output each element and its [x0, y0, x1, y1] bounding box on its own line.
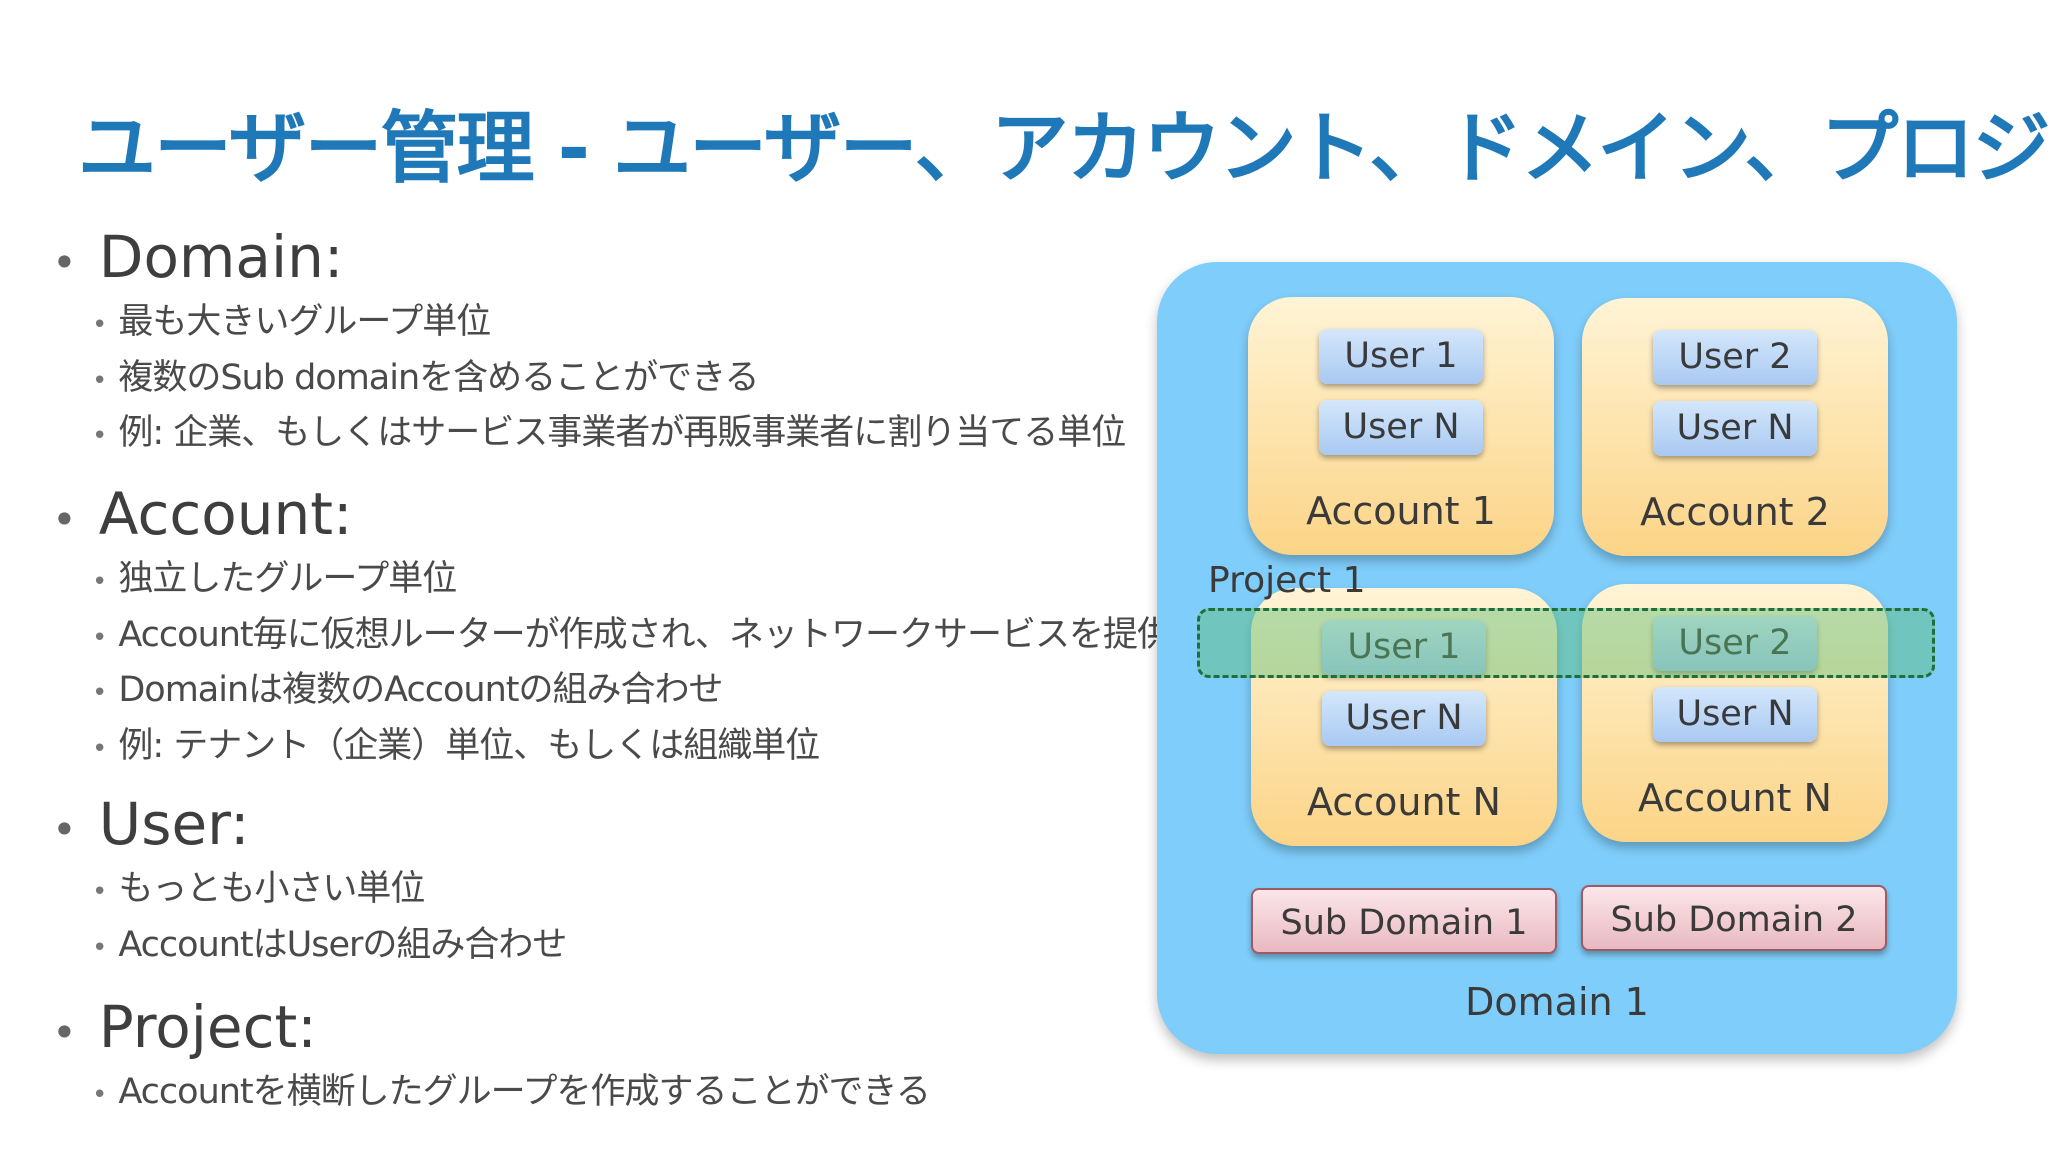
- list-item: • 複数のSub domainを含めることができる: [92, 352, 1125, 408]
- bullet-list: • 最も大きいグループ単位 • 複数のSub domainを含めることができる • 例…: [52, 296, 1126, 463]
- list-item: • 例: 企業、もしくはサービス事業者が再販事業者に割り当てる単位: [92, 407, 1126, 463]
- list-item-text: Account毎に仮想ルーターが作成され、ネットワークサービスを提供: [118, 614, 1172, 655]
- heading-text: User:: [98, 790, 250, 858]
- subdomain-box: Sub Domain 2: [1581, 885, 1887, 951]
- bullet-list: • 独立したグループ単位 • Account毎に仮想ルーターが作成され、ネットワーク…: [52, 553, 1172, 776]
- account-box: User 1 User N Account 1: [1248, 297, 1554, 555]
- list-item: • Account毎に仮想ルーターが作成され、ネットワークサービスを提供: [92, 609, 1172, 665]
- bullet-icon: •: [92, 733, 107, 764]
- bullet-icon: •: [92, 365, 107, 396]
- bullet-icon: •: [92, 678, 107, 708]
- user-box: User 2: [1653, 330, 1817, 385]
- bullet-icon: •: [92, 567, 107, 597]
- section-user: • User: • もっとも小さい単位 • AccountはUserの組み合わせ: [52, 791, 567, 975]
- section-project: • Project: • Accountを横断したグループを作成することができる: [52, 994, 931, 1122]
- list-item: • Domainは複数のAccountの組み合わせ: [92, 664, 1171, 720]
- project-band: [1197, 608, 1935, 678]
- user-box: User 1: [1319, 329, 1483, 384]
- bullet-icon: •: [92, 877, 107, 907]
- list-item-text: もっとも小さい単位: [118, 869, 425, 909]
- bullet-list: • Accountを横断したグループを作成することができる: [52, 1066, 931, 1122]
- list-item-text: 複数のSub domainを含めることができる: [118, 357, 759, 398]
- user-box: User N: [1319, 400, 1483, 455]
- list-item-text: 独立したグループ単位: [118, 559, 457, 599]
- account-label: Account 2: [1640, 490, 1830, 534]
- list-item: • 例: テナント（企業）単位、もしくは組織単位: [92, 720, 1171, 776]
- list-item-text: 最も大きいグループ単位: [118, 302, 491, 342]
- account-label: Account 1: [1306, 489, 1496, 533]
- bullet-icon: •: [92, 622, 107, 653]
- heading-text: Domain:: [98, 223, 344, 291]
- bullet-icon: •: [52, 1008, 77, 1057]
- bullet-icon: •: [92, 310, 107, 340]
- bullet-icon: •: [52, 805, 77, 854]
- heading-text: Project:: [98, 993, 317, 1061]
- bullet-icon: •: [92, 932, 107, 963]
- account-box: User 2 User N Account 2: [1582, 298, 1888, 556]
- list-item-text: AccountはUserの組み合わせ: [118, 924, 567, 965]
- account-label: Account N: [1307, 780, 1501, 824]
- user-box: User 2: [1653, 616, 1817, 671]
- list-item: • もっとも小さい単位: [92, 863, 566, 919]
- slide-title: ユーザー管理 - ユーザー、アカウント、ドメイン、プロジェクト: [78, 104, 2048, 194]
- bullet-icon: •: [92, 1080, 107, 1110]
- list-item-text: Accountを横断したグループを作成することができる: [118, 1072, 931, 1112]
- account-label: Account N: [1638, 776, 1832, 820]
- subdomain-box: Sub Domain 1: [1251, 888, 1557, 954]
- domain-label: Domain 1: [1465, 980, 1649, 1024]
- bullet-icon: •: [52, 238, 77, 287]
- bullet-icon: •: [92, 421, 107, 451]
- section-account: • Account: • 独立したグループ単位 • Account毎に仮想ルーターが作…: [52, 481, 1172, 776]
- list-item: • AccountはUserの組み合わせ: [92, 919, 567, 975]
- list-item-text: Domainは複数のAccountの組み合わせ: [118, 670, 723, 710]
- list-item-text: 例: 企業、もしくはサービス事業者が再販事業者に割り当てる単位: [118, 413, 1126, 453]
- list-item: • 最も大きいグループ単位: [92, 296, 1125, 352]
- section-heading: • User:: [52, 791, 566, 863]
- user-box: User N: [1653, 401, 1817, 456]
- account-box: User 2 User N Account N: [1582, 584, 1888, 842]
- list-item: • 独立したグループ単位: [92, 553, 1171, 609]
- user-box: User N: [1322, 691, 1486, 746]
- user-box: User N: [1653, 687, 1817, 742]
- project-label: Project 1: [1208, 560, 1366, 601]
- list-item-text: 例: テナント（企業）単位、もしくは組織単位: [118, 725, 820, 766]
- account-box: User 1 User N Account N: [1251, 588, 1557, 846]
- user-box: User 1: [1322, 620, 1486, 675]
- heading-text: Account:: [98, 480, 353, 548]
- section-heading: • Domain:: [52, 224, 1125, 296]
- section-heading: • Account:: [52, 481, 1171, 553]
- bullet-icon: •: [52, 495, 77, 544]
- bullet-list: • もっとも小さい単位 • AccountはUserの組み合わせ: [52, 863, 567, 975]
- section-heading: • Project:: [52, 994, 930, 1066]
- section-domain: • Domain: • 最も大きいグループ単位 • 複数のSub domainを含める…: [52, 224, 1126, 463]
- list-item: • Accountを横断したグループを作成することができる: [92, 1066, 931, 1122]
